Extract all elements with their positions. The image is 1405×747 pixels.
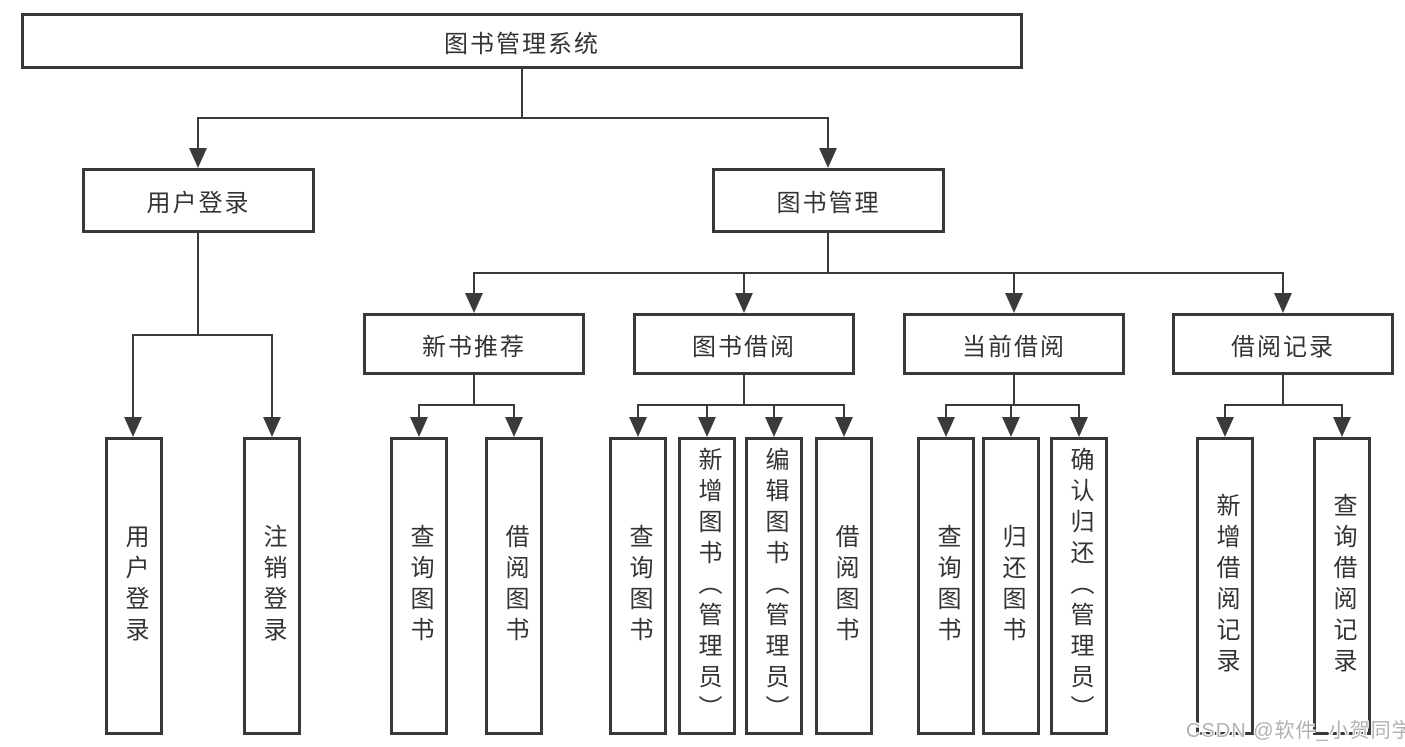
leaf-return-book: 归还图书 (982, 437, 1040, 735)
connector-line (473, 272, 1284, 274)
arrow-down-icon (835, 417, 853, 437)
connector-line (945, 404, 1080, 406)
leaf-label: 借阅图书 (831, 524, 858, 648)
leaf-query-books-borrowing: 查询图书 (609, 437, 667, 735)
watermark: CSDN @软件_小贺同学 (1186, 720, 1405, 742)
leaf-label: 归还图书 (998, 524, 1025, 648)
node-new-book-recommendation: 新书推荐 (363, 313, 585, 375)
connector-line (743, 272, 745, 295)
arrow-down-icon (189, 148, 207, 168)
connector-line (1078, 404, 1080, 419)
connector-line (473, 272, 475, 295)
connector-line (418, 404, 420, 419)
node-book-borrowing: 图书借阅 (633, 313, 855, 375)
connector-line (827, 233, 829, 274)
connector-line (743, 375, 745, 406)
leaf-query-books-current: 查询图书 (917, 437, 975, 735)
connector-line (1282, 272, 1284, 295)
connector-line (1341, 404, 1343, 419)
connector-line (197, 117, 829, 119)
node-borrowing-records: 借阅记录 (1172, 313, 1394, 375)
arrow-down-icon (263, 417, 281, 437)
connector-line (637, 404, 845, 406)
connector-line (473, 375, 475, 406)
leaf-query-borrow-record: 查询借阅记录 (1313, 437, 1371, 735)
connector-line (1013, 375, 1015, 406)
leaf-label: 新增图书（管理员） (694, 446, 721, 726)
leaf-label: 查询图书 (933, 524, 960, 648)
arrow-down-icon (1333, 417, 1351, 437)
arrow-down-icon (937, 417, 955, 437)
leaf-label: 新增借阅记录 (1212, 493, 1239, 679)
connector-line (706, 404, 708, 419)
arrow-down-icon (410, 417, 428, 437)
arrow-down-icon (505, 417, 523, 437)
connector-line (132, 334, 134, 419)
connector-line (945, 404, 947, 419)
node-label: 图书管理 (776, 190, 881, 217)
connector-line (1010, 404, 1012, 419)
leaf-label: 借阅图书 (501, 524, 528, 648)
connector-line (513, 404, 515, 419)
arrow-down-icon (735, 293, 753, 313)
node-current-borrowing: 当前借阅 (903, 313, 1125, 375)
arrow-down-icon (1070, 417, 1088, 437)
node-label: 图书管理系统 (444, 30, 600, 58)
node-label: 当前借阅 (962, 333, 1066, 361)
connector-line (1224, 404, 1226, 419)
leaf-query-books-recommend: 查询图书 (390, 437, 448, 735)
leaf-user-login: 用户登录 (105, 437, 163, 735)
leaf-add-book-admin: 新增图书（管理员） (678, 437, 736, 735)
arrow-down-icon (629, 417, 647, 437)
leaf-borrow-books-borrowing: 借阅图书 (815, 437, 873, 735)
arrow-down-icon (124, 417, 142, 437)
arrow-down-icon (698, 417, 716, 437)
leaf-label: 编辑图书（管理员） (761, 446, 788, 726)
leaf-label: 查询借阅记录 (1329, 493, 1356, 679)
node-label: 图书借阅 (692, 333, 796, 361)
leaf-label: 查询图书 (625, 524, 652, 648)
connector-line (827, 117, 829, 150)
node-label: 借阅记录 (1231, 333, 1335, 361)
leaf-label: 注销登录 (259, 524, 286, 648)
leaf-label: 确认归还（管理员） (1066, 446, 1093, 726)
node-user-login: 用户登录 (82, 168, 315, 233)
arrow-down-icon (1216, 417, 1234, 437)
leaf-add-borrow-record: 新增借阅记录 (1196, 437, 1254, 735)
arrow-down-icon (819, 148, 837, 168)
connector-line (197, 233, 199, 336)
connector-line (1224, 404, 1343, 406)
connector-line (132, 334, 273, 336)
connector-line (521, 69, 523, 118)
connector-line (197, 117, 199, 150)
arrow-down-icon (465, 293, 483, 313)
arrow-down-icon (1005, 293, 1023, 313)
connector-line (271, 334, 273, 419)
node-label: 新书推荐 (422, 333, 526, 361)
node-book-management: 图书管理 (712, 168, 945, 233)
node-label: 用户登录 (146, 190, 251, 217)
leaf-label: 查询图书 (406, 524, 433, 648)
arrow-down-icon (1002, 417, 1020, 437)
leaf-label: 用户登录 (121, 524, 148, 648)
connector-line (773, 404, 775, 419)
connector-line (1013, 272, 1015, 295)
leaf-confirm-return-admin: 确认归还（管理员） (1050, 437, 1108, 735)
connector-line (637, 404, 639, 419)
arrow-down-icon (1274, 293, 1292, 313)
connector-line (843, 404, 845, 419)
connector-line (418, 404, 515, 406)
leaf-borrow-books-recommend: 借阅图书 (485, 437, 543, 735)
connector-line (1282, 375, 1284, 406)
node-library-management-system: 图书管理系统 (21, 13, 1023, 69)
leaf-logout: 注销登录 (243, 437, 301, 735)
leaf-edit-book-admin: 编辑图书（管理员） (745, 437, 803, 735)
arrow-down-icon (765, 417, 783, 437)
